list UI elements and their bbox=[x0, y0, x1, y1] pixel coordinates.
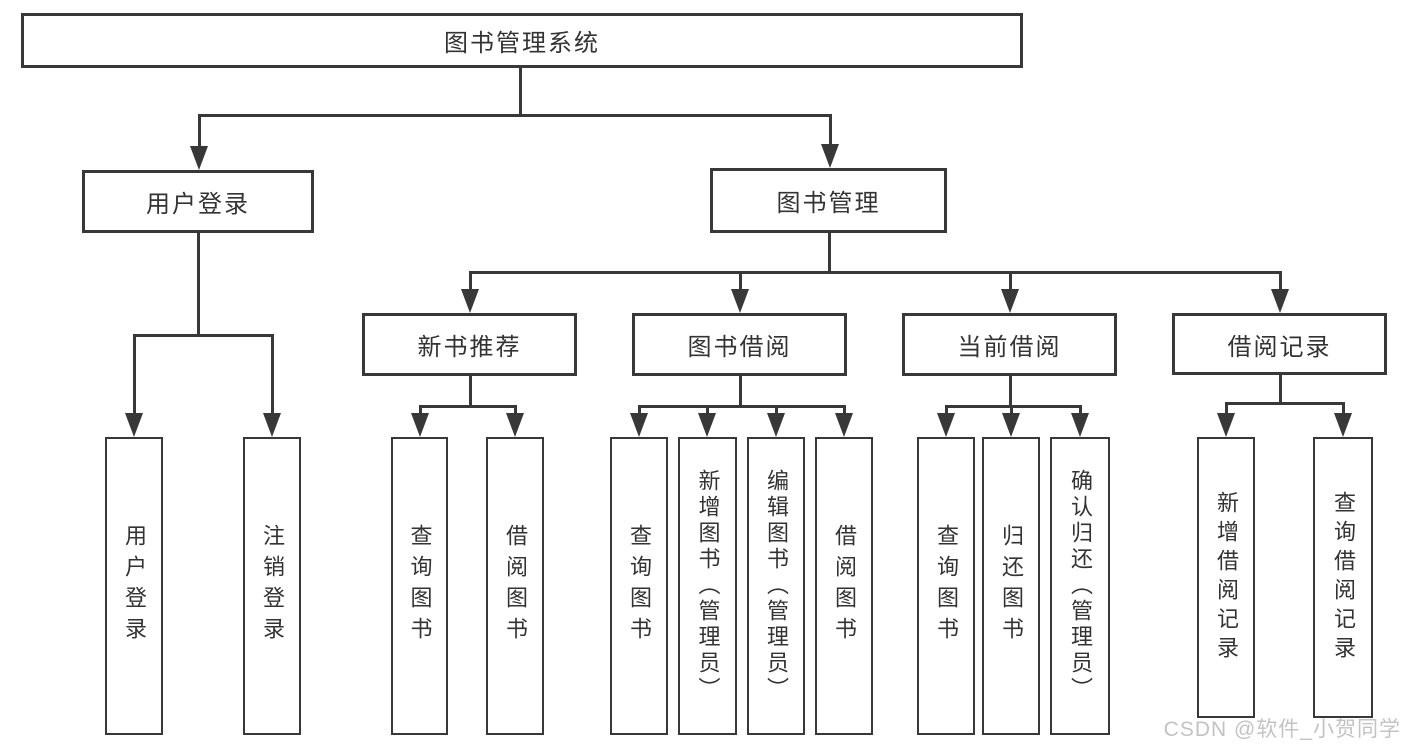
leaf-query-books-recommend: 查询图书 bbox=[391, 437, 448, 735]
connector-line bbox=[827, 233, 831, 273]
leaf-return-books: 归还图书 bbox=[982, 437, 1040, 735]
connector-line bbox=[738, 376, 742, 407]
connector-line bbox=[1009, 406, 1013, 417]
arrowhead-icon bbox=[190, 146, 208, 170]
connector-line bbox=[132, 333, 274, 337]
arrowhead-icon bbox=[821, 144, 839, 168]
arrowhead-icon bbox=[1271, 289, 1289, 313]
node-book-management: 图书管理 bbox=[710, 168, 947, 233]
connector-line bbox=[774, 406, 778, 417]
connector-line bbox=[418, 404, 517, 408]
arrowhead-icon bbox=[411, 413, 429, 437]
arrowhead-icon bbox=[263, 413, 281, 437]
leaf-query-books-borrow: 查询图书 bbox=[610, 437, 668, 735]
node-user-login: 用户登录 bbox=[82, 170, 314, 233]
connector-line bbox=[513, 406, 517, 417]
arrowhead-icon bbox=[767, 413, 785, 437]
connector-line bbox=[1078, 406, 1082, 417]
connector-line bbox=[1224, 401, 1345, 405]
connector-line bbox=[944, 406, 948, 417]
connector-line bbox=[132, 335, 136, 417]
leaf-query-books-current: 查询图书 bbox=[917, 437, 975, 735]
connector-line bbox=[418, 406, 422, 417]
connector-line bbox=[196, 233, 200, 336]
connector-line bbox=[1224, 403, 1228, 417]
node-root-library-system: 图书管理系统 bbox=[21, 13, 1023, 68]
connector-line bbox=[1008, 272, 1012, 293]
leaf-user-login: 用户登录 bbox=[105, 437, 163, 735]
leaf-add-books-admin: 新增图书（管理员） bbox=[678, 437, 737, 735]
leaf-borrow-books: 借阅图书 bbox=[815, 437, 873, 735]
node-book-borrow: 图书借阅 bbox=[632, 313, 847, 376]
leaf-borrow-books-recommend: 借阅图书 bbox=[486, 437, 544, 735]
node-borrow-records: 借阅记录 bbox=[1172, 313, 1387, 375]
connector-line bbox=[1008, 376, 1012, 407]
arrowhead-icon bbox=[506, 413, 524, 437]
connector-line bbox=[197, 113, 832, 117]
arrowhead-icon bbox=[1001, 289, 1019, 313]
connector-line bbox=[468, 376, 472, 407]
connector-line bbox=[1341, 403, 1345, 417]
arrowhead-icon bbox=[1071, 413, 1089, 437]
arrowhead-icon bbox=[630, 413, 648, 437]
connector-line bbox=[944, 404, 1082, 408]
connector-line bbox=[637, 406, 641, 417]
arrowhead-icon bbox=[731, 289, 749, 313]
connector-line bbox=[518, 68, 522, 116]
node-new-book-recommend: 新书推荐 bbox=[362, 313, 577, 376]
arrowhead-icon bbox=[835, 413, 853, 437]
connector-line bbox=[705, 406, 709, 417]
arrowhead-icon bbox=[698, 413, 716, 437]
leaf-edit-books-admin: 编辑图书（管理员） bbox=[747, 437, 805, 735]
connector-line bbox=[738, 272, 742, 293]
arrowhead-icon bbox=[1002, 413, 1020, 437]
connector-line bbox=[197, 115, 201, 150]
connector-line bbox=[842, 406, 846, 417]
arrowhead-icon bbox=[937, 413, 955, 437]
connector-line bbox=[1278, 375, 1282, 404]
leaf-query-borrow-record: 查询借阅记录 bbox=[1313, 437, 1373, 718]
arrowhead-icon bbox=[1334, 413, 1352, 437]
leaf-logout: 注销登录 bbox=[243, 437, 301, 735]
connector-line bbox=[828, 115, 832, 148]
connector-line bbox=[1278, 272, 1282, 293]
arrowhead-icon bbox=[125, 413, 143, 437]
leaf-confirm-return-admin: 确认归还（管理员） bbox=[1050, 437, 1110, 735]
arrowhead-icon bbox=[1217, 413, 1235, 437]
node-current-borrow: 当前借阅 bbox=[902, 313, 1117, 376]
arrowhead-icon bbox=[461, 289, 479, 313]
connector-line bbox=[468, 270, 1282, 274]
leaf-add-borrow-record: 新增借阅记录 bbox=[1197, 437, 1255, 718]
csdn-watermark: CSDN @软件_小贺同学 bbox=[1163, 718, 1401, 741]
connector-line bbox=[270, 335, 274, 417]
connector-line bbox=[637, 404, 846, 408]
connector-line bbox=[468, 272, 472, 293]
